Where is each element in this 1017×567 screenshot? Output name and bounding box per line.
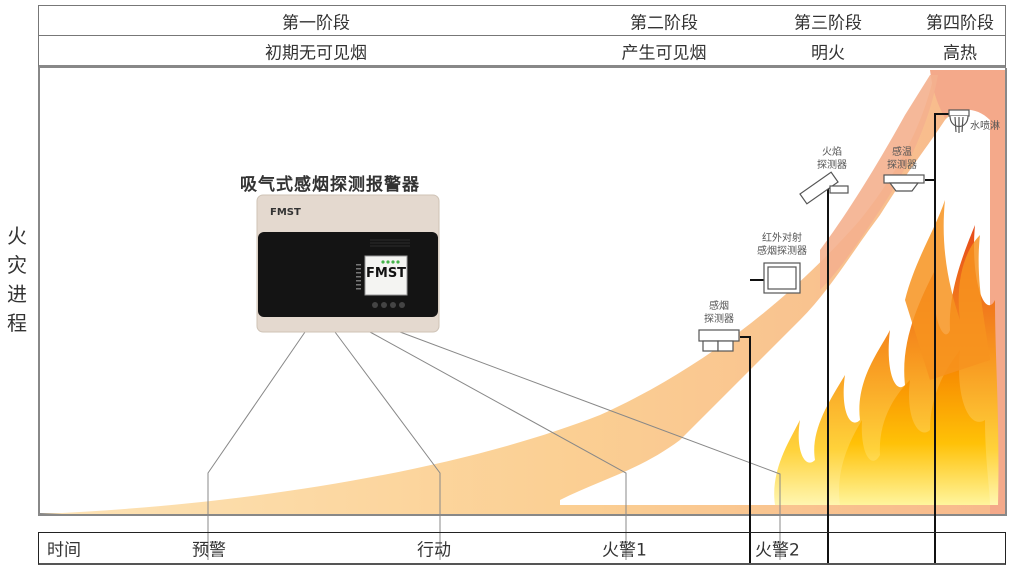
heat-detector-label-line2: 探测器 (887, 160, 917, 171)
fire-progress-text: 火灾进程 (7, 224, 27, 335)
device-title: 吸气式感烟探测报警器 (240, 175, 420, 195)
stage-4-description: 高热 (943, 43, 977, 63)
smoke-detector-icon (698, 329, 740, 352)
sprinkler-icon (948, 109, 970, 133)
alarm-signal-lines (207, 331, 781, 560)
flame-detector-icon (799, 171, 849, 205)
infrared-beam-detector-icon (763, 262, 801, 294)
stage-2-name: 第二阶段 (630, 13, 698, 34)
stage-2-description: 产生可见烟 (621, 43, 707, 63)
timeline-bar: 时间 预警 行动 火警1 火警2 (38, 532, 1006, 565)
smoke-detector-label-line2: 探测器 (704, 314, 734, 325)
timeline-event-fire-alarm-2: 火警2 (755, 540, 800, 561)
smoke-detector-label-line1: 感烟 (709, 301, 729, 312)
infrared-detector-label-line1: 红外对射 (762, 233, 802, 244)
stage-3-name: 第三阶段 (794, 13, 862, 34)
stage-1-description: 初期无可见烟 (265, 43, 367, 63)
sprinkler-label: 水喷淋 (970, 121, 1000, 132)
stage-description-row: 初期无可见烟 产生可见烟 明火 高热 (38, 35, 1006, 68)
timeline-event-fire-alarm-1: 火警1 (602, 540, 647, 561)
flame-detector-label: 火焰 探测器 (812, 146, 852, 172)
timeline-label: 时间 (47, 540, 81, 561)
heat-detector-label: 感温 探测器 (882, 146, 922, 172)
fire-progress-panel (38, 68, 1007, 516)
flame-detector-label-line1: 火焰 (822, 147, 842, 158)
smoke-detector-label: 感烟 探测器 (699, 300, 739, 326)
timeline-event-early-warning: 预警 (192, 540, 226, 561)
aspirating-smoke-detector-device (256, 194, 440, 333)
fire-progress-label: 火灾进程 (4, 222, 30, 338)
stage-4-name: 第四阶段 (926, 13, 994, 34)
stage-header-row: 第一阶段 第二阶段 第三阶段 第四阶段 (38, 5, 1006, 37)
flame-detector-label-line2: 探测器 (817, 160, 847, 171)
device-screen-logo: FMST (366, 266, 407, 281)
stage-3-description: 明火 (811, 43, 845, 63)
timeline-event-action: 行动 (417, 540, 451, 561)
device-brand-logo: FMST (270, 207, 301, 218)
stage-1-name: 第一阶段 (282, 13, 350, 34)
heat-detector-label-line1: 感温 (892, 147, 912, 158)
infrared-detector-label: 红外对射 感烟探测器 (752, 232, 812, 258)
infrared-detector-label-line2: 感烟探测器 (757, 246, 807, 257)
heat-detector-icon (883, 174, 925, 192)
flames (774, 200, 999, 505)
